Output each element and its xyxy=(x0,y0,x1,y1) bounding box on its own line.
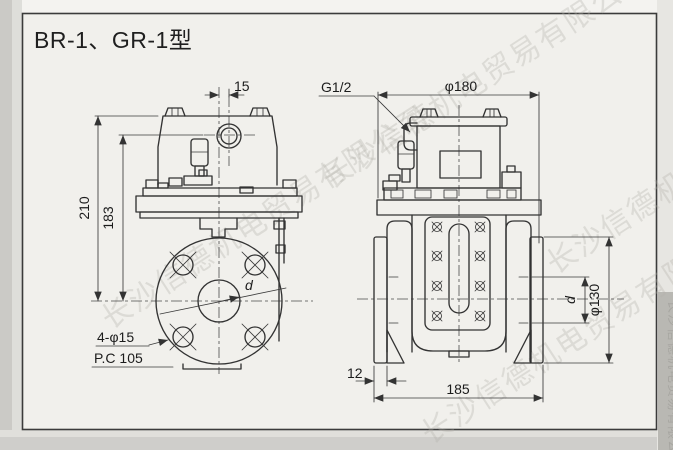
bonnet-flange xyxy=(376,199,542,216)
port-hole-inner xyxy=(220,127,238,145)
dim-15-label: 15 xyxy=(234,78,250,94)
dim-d-front-label: d xyxy=(245,277,254,293)
bolt-hole-callout: 4-φ15 P.C 105 xyxy=(91,329,174,368)
watermark-edge-text: 长沙信德机电贸易有限公司 xyxy=(666,300,673,450)
dim-port-offset: 15 xyxy=(204,78,250,99)
plate-screws xyxy=(431,221,486,322)
outlet-flange-edge xyxy=(529,236,544,364)
sight-glass xyxy=(448,223,470,314)
front-view: 15 210 183 d 4-φ15 P.C 105 xyxy=(76,78,313,374)
port-callout: G1/2 xyxy=(318,79,411,133)
dim-overall-length: 185 xyxy=(373,364,544,403)
dim-flange-od: φ180 xyxy=(377,78,540,244)
nameplate-window xyxy=(439,150,482,179)
dim-183-label: 183 xyxy=(100,206,116,230)
dim-bore-front: d xyxy=(159,277,287,315)
drawing-title: BR-1、GR-1型 xyxy=(34,27,192,53)
pipe-flange-circle xyxy=(155,237,283,365)
dim-210-label: 210 xyxy=(76,196,92,220)
label-pc105: P.C 105 xyxy=(94,350,143,366)
side-view: G1/2 φ180 12 185 d xyxy=(318,78,624,403)
dim-d-side-label: d xyxy=(562,295,578,304)
drawing-frame xyxy=(21,12,658,431)
inlet-flange-edge xyxy=(373,236,388,364)
dim-phi130-label: φ130 xyxy=(586,284,602,317)
dim-185-label: 185 xyxy=(446,381,470,397)
dim-pipe-flange-od: φ130 xyxy=(543,236,614,364)
dim-phi180-label: φ180 xyxy=(445,78,478,94)
dim-height-port: 183 xyxy=(100,134,204,302)
label-4-phi15: 4-φ15 xyxy=(97,329,134,345)
dim-flange-thickness: 12 xyxy=(347,365,407,387)
bolt-holes xyxy=(169,251,269,351)
dim-12-label: 12 xyxy=(347,365,363,381)
dim-height-total: 210 xyxy=(76,115,159,302)
bore-circle xyxy=(197,279,241,323)
dim-bore-side: d xyxy=(531,276,590,324)
sight-glass-plate xyxy=(424,216,491,331)
port-hole-outer xyxy=(216,123,242,149)
label-g12: G1/2 xyxy=(321,79,352,95)
